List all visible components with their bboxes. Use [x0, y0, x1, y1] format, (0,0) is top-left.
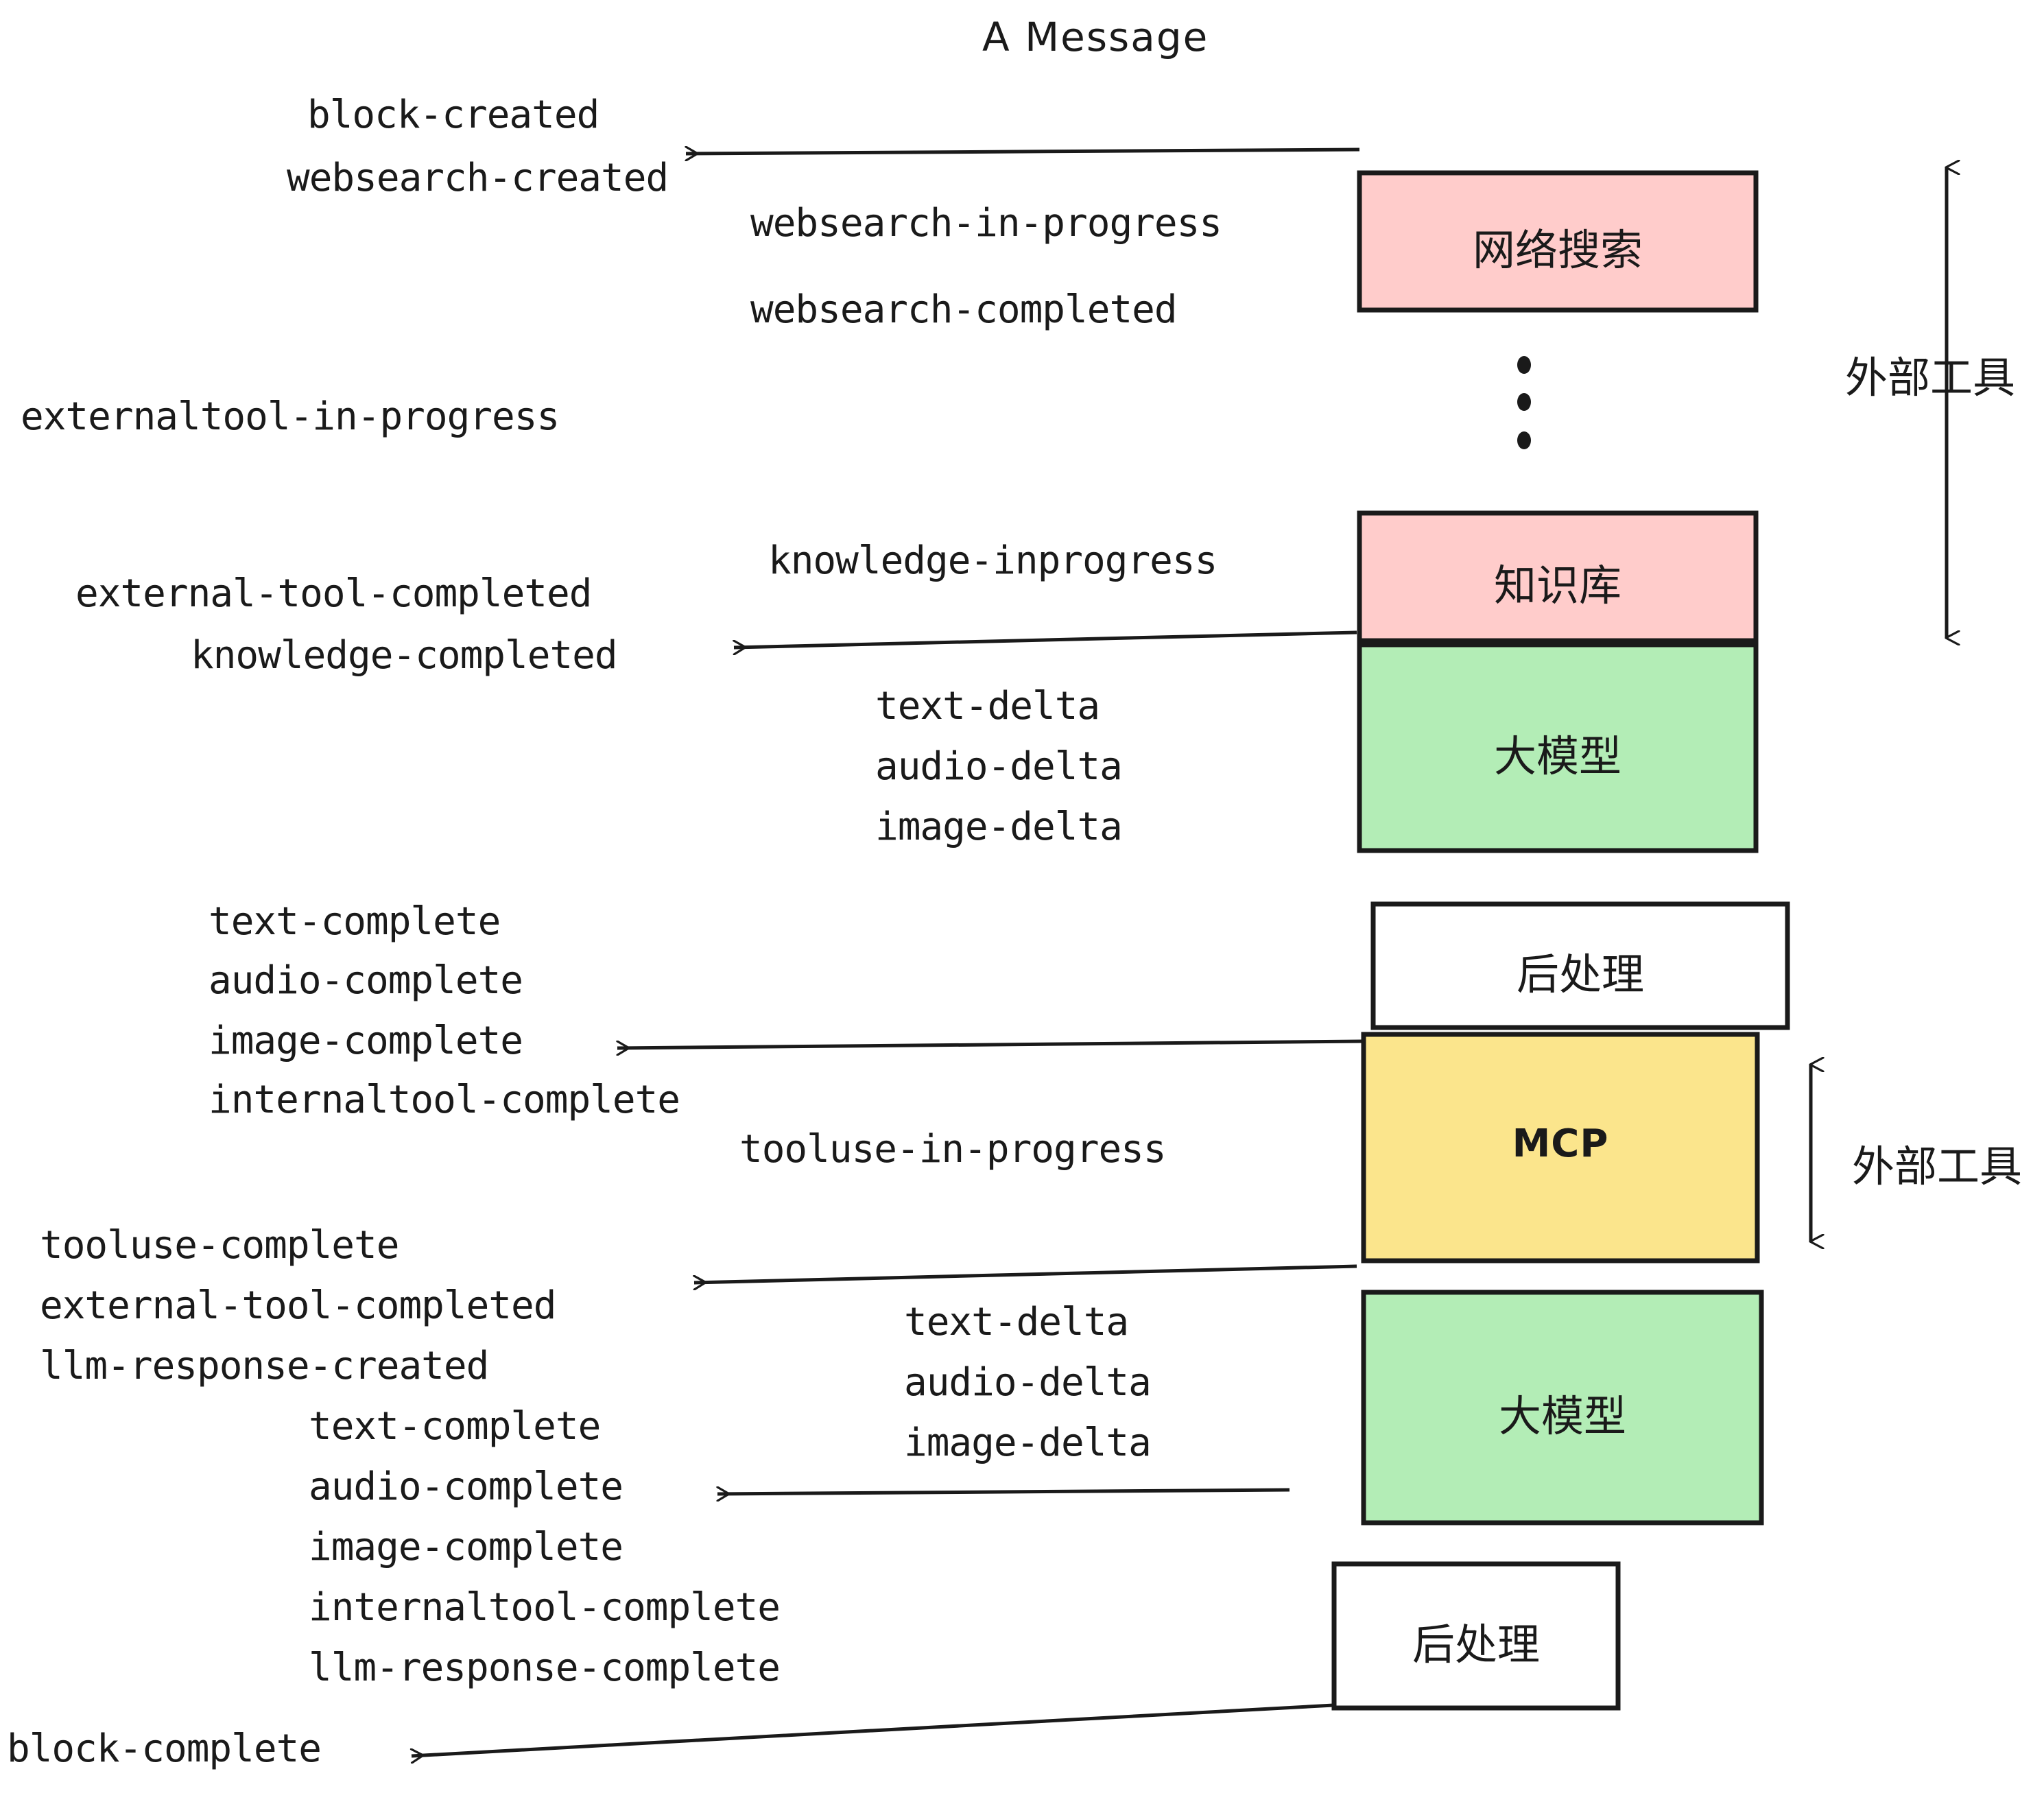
- event-label-external-tool-completed-1: external-tool-completed: [75, 571, 592, 616]
- event-label-external-tool-completed-2: external-tool-completed: [40, 1283, 556, 1328]
- event-label-internaltool-complete-1: internaltool-complete: [209, 1078, 680, 1122]
- box-label-mcp: MCP: [1512, 1121, 1609, 1166]
- event-label-image-delta-2: image-delta: [904, 1421, 1152, 1465]
- side-annotation-external-tools-top: 外部工具: [1845, 353, 2016, 403]
- box-label-post-top: 后处理: [1516, 949, 1644, 999]
- continuation-dot-1: [1517, 356, 1531, 374]
- event-label-image-complete-2: image-complete: [309, 1525, 623, 1569]
- box-label-llm-bottom: 大模型: [1498, 1391, 1626, 1441]
- process-box-mcp: [1361, 1032, 1760, 1263]
- side-annotation-external-tools-bottom: 外部工具: [1852, 1141, 2023, 1191]
- arrow-tooluse-complete: [694, 1264, 1357, 1283]
- event-label-tooluse-in-progress: tooluse-in-progress: [739, 1127, 1167, 1172]
- arrow-audio-complete: [717, 1490, 1290, 1494]
- event-label-audio-complete-2: audio-complete: [309, 1464, 623, 1509]
- process-boxes: [1331, 170, 1790, 1711]
- event-label-audio-delta-2: audio-delta: [904, 1360, 1152, 1405]
- event-label-knowledge-completed: knowledge-completed: [191, 633, 618, 678]
- event-label-audio-complete-1: audio-complete: [209, 958, 523, 1003]
- event-label-text-delta-1: text-delta: [875, 684, 1100, 728]
- continuation-dot-2: [1517, 393, 1531, 411]
- event-label-knowledge-inprogress: knowledge-inprogress: [768, 538, 1217, 583]
- process-box-post-bottom: [1331, 1561, 1621, 1711]
- event-label-externaltool-in-progress: externaltool-in-progress: [21, 394, 560, 439]
- process-box-websearch: [1357, 170, 1759, 313]
- event-label-image-delta-1: image-delta: [875, 805, 1123, 849]
- process-box-llm-top: [1357, 642, 1759, 853]
- process-box-llm-bottom: [1361, 1290, 1764, 1526]
- event-label-websearch-created: websearch-created: [287, 156, 669, 200]
- arrow-block-complete: [412, 1703, 1334, 1756]
- scope-brackets: [1811, 167, 1947, 1242]
- box-label-knowledge: 知识库: [1493, 560, 1621, 610]
- event-label-llm-response-complete: llm-response-complete: [309, 1646, 781, 1690]
- event-label-block-created: block-created: [307, 93, 599, 137]
- event-label-websearch-completed: websearch-completed: [750, 287, 1178, 332]
- box-label-llm-top: 大模型: [1493, 731, 1621, 781]
- continuation-dots: [1517, 356, 1531, 449]
- arrow-image-complete: [617, 1039, 1366, 1048]
- arrow-knowledge-completed: [734, 630, 1357, 648]
- page-title: A Message: [982, 14, 1209, 60]
- box-label-post-bottom: 后处理: [1412, 1619, 1540, 1670]
- event-arrows: [412, 150, 1366, 1756]
- process-box-knowledge: [1357, 510, 1759, 643]
- event-label-image-complete-1: image-complete: [209, 1019, 523, 1063]
- arrow-block-created: [686, 150, 1360, 154]
- event-label-text-delta-2: text-delta: [904, 1300, 1129, 1344]
- event-label-tooluse-complete: tooluse-complete: [40, 1223, 399, 1268]
- event-label-text-complete-2: text-complete: [309, 1404, 601, 1449]
- event-label-block-complete: block-complete: [7, 1726, 322, 1771]
- process-box-post-top: [1370, 901, 1790, 1030]
- event-label-llm-response-created: llm-response-created: [40, 1344, 489, 1388]
- event-label-internaltool-complete-2: internaltool-complete: [309, 1585, 781, 1630]
- continuation-dot-3: [1517, 431, 1531, 449]
- box-label-websearch: 网络搜索: [1472, 225, 1643, 275]
- event-label-text-complete-1: text-complete: [209, 899, 501, 944]
- event-label-audio-delta-1: audio-delta: [875, 744, 1123, 789]
- event-label-websearch-in-progress: websearch-in-progress: [750, 201, 1222, 246]
